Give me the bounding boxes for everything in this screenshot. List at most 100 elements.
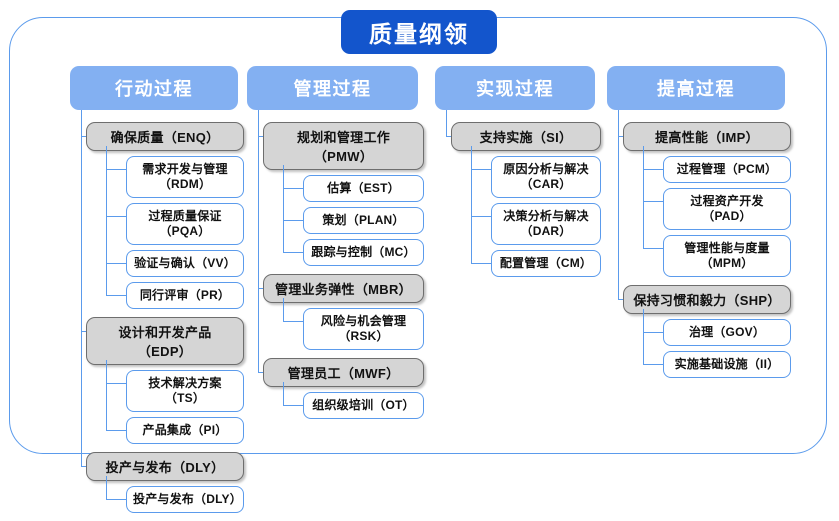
column-body: 确保质量（ENQ） 需求开发与管理（RDM） 过程质量保证（PQA） 验证与确认（VV… <box>64 110 244 513</box>
group-connector-line <box>81 331 88 333</box>
child-list: 原因分析与解决（CAR） 决策分析与解决（DAR） 配置管理（CM） <box>471 146 601 277</box>
child-node: 配置管理（CM） <box>471 250 601 277</box>
column-header[interactable]: 实现过程 <box>435 66 595 110</box>
child-list: 估算（EST） 策划（PLAN） 跟踪与控制（MC） <box>283 165 424 266</box>
child-node: 管理性能与度量（MPM） <box>643 235 791 277</box>
child-list: 过程管理（PCM） 过程资产开发（PAD） 管理性能与度量（MPM） <box>643 146 791 277</box>
child-connector-line <box>643 169 663 171</box>
child-box[interactable]: 配置管理（CM） <box>491 250 601 277</box>
child-trunk-line <box>283 165 285 254</box>
child-box[interactable]: 产品集成（PI） <box>126 417 244 444</box>
group-box[interactable]: 提高性能（IMP） <box>623 122 791 151</box>
child-trunk-line <box>106 146 108 297</box>
column-trunk-line <box>258 110 260 374</box>
child-trunk-line <box>643 309 645 366</box>
child-node: 需求开发与管理（RDM） <box>106 156 244 198</box>
group-node: 提高性能（IMP） 过程管理（PCM） 过程资产开发（PAD） 管理性能与度量（MPM… <box>618 122 791 277</box>
child-box[interactable]: 同行评审（PR） <box>126 282 244 309</box>
child-box[interactable]: 原因分析与解决（CAR） <box>491 156 601 198</box>
child-node: 策划（PLAN） <box>283 207 424 234</box>
child-node: 产品集成（PI） <box>106 417 244 444</box>
child-connector-line <box>106 263 126 265</box>
column-header[interactable]: 提高过程 <box>607 66 785 110</box>
child-box[interactable]: 技术解决方案（TS） <box>126 370 244 412</box>
child-connector-line <box>106 499 126 501</box>
column-trunk-line <box>446 110 448 138</box>
child-node: 原因分析与解决（CAR） <box>471 156 601 198</box>
child-box[interactable]: 估算（EST） <box>303 175 424 202</box>
group-node: 保持习惯和毅力（SHP） 治理（GOV） 实施基础设施（II） <box>618 285 791 378</box>
child-connector-line <box>471 263 491 265</box>
group-box[interactable]: 支持实施（SI） <box>451 122 601 151</box>
child-box[interactable]: 过程质量保证（PQA） <box>126 203 244 245</box>
child-node: 同行评审（PR） <box>106 282 244 309</box>
group-connector-line <box>258 288 265 290</box>
column-header[interactable]: 管理过程 <box>247 66 418 110</box>
child-list: 组织级培训（OT） <box>283 382 424 419</box>
child-trunk-line <box>283 298 285 323</box>
child-connector-line <box>106 169 126 171</box>
child-connector-line <box>283 252 303 254</box>
child-node: 实施基础设施（II） <box>643 351 791 378</box>
column-trunk-line <box>81 110 83 468</box>
group-connector-line <box>81 466 88 468</box>
child-trunk-line <box>283 382 285 407</box>
child-node: 技术解决方案（TS） <box>106 370 244 412</box>
child-box[interactable]: 决策分析与解决（DAR） <box>491 203 601 245</box>
group-box[interactable]: 投产与发布（DLY） <box>86 452 244 481</box>
column-trunk-line <box>618 110 620 301</box>
child-box[interactable]: 治理（GOV） <box>663 319 791 346</box>
group-box[interactable]: 保持习惯和毅力（SHP） <box>623 285 791 314</box>
child-box[interactable]: 组织级培训（OT） <box>303 392 424 419</box>
column-0: 行动过程确保质量（ENQ） 需求开发与管理（RDM） 过程质量保证（PQA） 验证与确… <box>64 66 244 521</box>
group-box[interactable]: 设计和开发产品（EDP） <box>86 317 244 365</box>
child-trunk-line <box>106 360 108 432</box>
child-box[interactable]: 过程管理（PCM） <box>663 156 791 183</box>
group-connector-line <box>81 136 88 138</box>
group-box[interactable]: 管理员工（MWF） <box>263 358 424 387</box>
child-node: 验证与确认（VV） <box>106 250 244 277</box>
child-box[interactable]: 实施基础设施（II） <box>663 351 791 378</box>
child-node: 过程管理（PCM） <box>643 156 791 183</box>
child-box[interactable]: 投产与发布（DLY） <box>126 486 244 513</box>
child-box[interactable]: 风险与机会管理（RSK） <box>303 308 424 350</box>
group-connector-line <box>618 299 625 301</box>
child-trunk-line <box>106 476 108 501</box>
child-box[interactable]: 策划（PLAN） <box>303 207 424 234</box>
group-box[interactable]: 确保质量（ENQ） <box>86 122 244 151</box>
child-connector-line <box>471 216 491 218</box>
child-box[interactable]: 需求开发与管理（RDM） <box>126 156 244 198</box>
child-list: 风险与机会管理（RSK） <box>283 298 424 350</box>
group-node: 规划和管理工作（PMW） 估算（EST） 策划（PLAN） 跟踪与控制（MC） <box>258 122 424 266</box>
child-box[interactable]: 管理性能与度量（MPM） <box>663 235 791 277</box>
child-connector-line <box>106 216 126 218</box>
child-connector-line <box>106 430 126 432</box>
child-list: 投产与发布（DLY） <box>106 476 244 513</box>
child-trunk-line <box>471 146 473 265</box>
column-header[interactable]: 行动过程 <box>70 66 238 110</box>
child-trunk-line <box>643 146 645 250</box>
child-connector-line <box>471 169 491 171</box>
group-node: 支持实施（SI） 原因分析与解决（CAR） 决策分析与解决（DAR） 配置管理（CM） <box>446 122 601 277</box>
group-connector-line <box>258 372 265 374</box>
child-box[interactable]: 验证与确认（VV） <box>126 250 244 277</box>
child-connector-line <box>106 295 126 297</box>
child-connector-line <box>283 188 303 190</box>
child-node: 决策分析与解决（DAR） <box>471 203 601 245</box>
child-box[interactable]: 过程资产开发（PAD） <box>663 188 791 230</box>
group-connector-line <box>258 136 265 138</box>
group-box[interactable]: 管理业务弹性（MBR） <box>263 274 424 303</box>
child-connector-line <box>643 364 663 366</box>
child-connector-line <box>643 332 663 334</box>
group-connector-line <box>446 136 453 138</box>
group-connector-line <box>618 136 625 138</box>
child-box[interactable]: 跟踪与控制（MC） <box>303 239 424 266</box>
child-connector-line <box>283 321 303 323</box>
child-node: 过程资产开发（PAD） <box>643 188 791 230</box>
child-node: 风险与机会管理（RSK） <box>283 308 424 350</box>
group-node: 投产与发布（DLY） 投产与发布（DLY） <box>81 452 244 513</box>
column-2: 实现过程支持实施（SI） 原因分析与解决（CAR） 决策分析与解决（DAR） 配置管理… <box>429 66 601 285</box>
child-node: 跟踪与控制（MC） <box>283 239 424 266</box>
group-box[interactable]: 规划和管理工作（PMW） <box>263 122 424 170</box>
child-list: 技术解决方案（TS） 产品集成（PI） <box>106 360 244 444</box>
